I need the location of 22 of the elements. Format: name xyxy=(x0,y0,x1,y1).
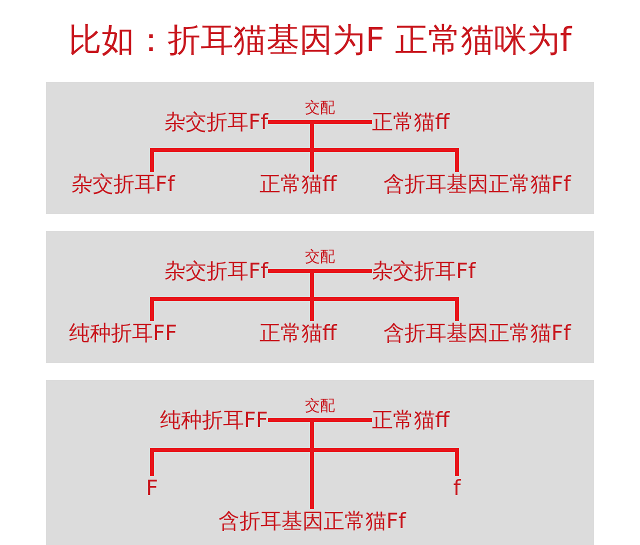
genotype-label: 杂交折耳Ff xyxy=(164,110,268,134)
genotype-label: 含折耳基因正常猫Ff xyxy=(383,172,571,196)
genotype-label: 杂交折耳Ff xyxy=(372,258,476,284)
genotype-label: F xyxy=(146,476,158,500)
title: 比如：折耳猫基因为F 正常猫咪为f xyxy=(68,20,572,60)
genotype-label: 正常猫ff xyxy=(259,172,337,196)
genotype-label: 杂交折耳Ff xyxy=(71,172,175,196)
genotype-label: f xyxy=(453,476,461,500)
genotype-label: 含折耳基因正常猫Ff xyxy=(383,320,571,346)
edge-label: 交配 xyxy=(305,100,335,116)
genotype-label: 正常猫ff xyxy=(372,408,450,432)
genotype-label: 正常猫ff xyxy=(259,320,337,346)
genotype-label: 纯种折耳FF xyxy=(160,408,268,432)
genotype-label: 杂交折耳Ff xyxy=(164,258,268,284)
genotype-label: 纯种折耳FF xyxy=(68,320,178,346)
cross-panel xyxy=(46,82,594,214)
cross-panel xyxy=(46,231,594,363)
edge-label: 交配 xyxy=(305,398,335,414)
cross-panel xyxy=(46,380,594,545)
edge-label: 交配 xyxy=(305,248,335,265)
genotype-label: 含折耳基因正常猫Ff xyxy=(218,508,406,534)
genotype-label: 正常猫ff xyxy=(372,110,450,134)
